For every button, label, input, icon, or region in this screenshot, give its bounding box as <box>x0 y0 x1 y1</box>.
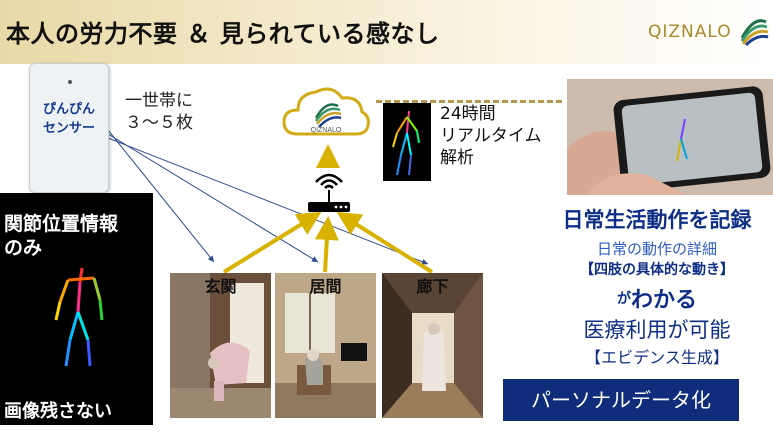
sensor-to-room-lines <box>107 129 429 265</box>
room-photo-living: 居間 <box>275 273 376 418</box>
limb-movement-text: 【四肢の具体的な動き】 <box>580 262 734 278</box>
brand-logo-icon <box>740 19 769 46</box>
cloud-icon: QIZNALO <box>282 87 370 136</box>
room-photo-hallway: 廊下 <box>382 273 483 418</box>
wifi-router-icon <box>308 173 350 212</box>
sensor-indicator-dot <box>68 80 72 84</box>
daily-detail-text: 日常の動作の詳細 <box>596 240 717 258</box>
realtime-analysis-text: 24時間 リアルタイム 解析 <box>440 104 542 168</box>
dashed-connector <box>376 100 562 103</box>
hallway-scene <box>382 273 483 418</box>
cloud-brand-label: QIZNALO <box>311 127 342 134</box>
privacy-panel <box>0 193 153 425</box>
household-count-text: 一世帯に ３～５枚 <box>125 91 193 133</box>
room-to-router-arrows <box>222 211 434 274</box>
evidence-text: 【エビデンス生成】 <box>585 348 729 367</box>
brand-name: QIZNALO <box>648 22 732 42</box>
header-banner <box>0 0 773 64</box>
entrance-scene <box>170 273 271 418</box>
smartphone-photo <box>567 79 773 195</box>
wakaru-text: わかる <box>630 288 697 313</box>
skeleton-preview-small <box>383 103 431 181</box>
understand-row: がわかる <box>541 282 773 314</box>
living-room-scene <box>275 273 376 418</box>
joint-info-text: 関節位置情報 のみ <box>4 213 119 259</box>
room-label-hallway: 廊下 <box>416 277 449 296</box>
no-image-text: 画像残さない <box>4 401 112 422</box>
skeleton-figure <box>54 267 104 367</box>
medical-use-text: 医療利用が可能 <box>583 318 731 342</box>
room-photo-entrance: 玄関 <box>170 273 271 418</box>
record-adl-text: 日常生活動作を記録 <box>562 208 752 232</box>
pinpin-sensor-device: ぴんぴん センサー <box>29 63 109 193</box>
sensor-label: ぴんぴん センサー <box>42 102 95 136</box>
room-label-living: 居間 <box>309 277 342 296</box>
ga-text: が <box>616 291 631 307</box>
room-label-entrance: 玄関 <box>204 277 237 296</box>
personal-data-box: パーソナルデータ化 <box>503 379 739 421</box>
page-title: 本人の労力不要 ＆ 見られている感なし <box>6 20 440 48</box>
